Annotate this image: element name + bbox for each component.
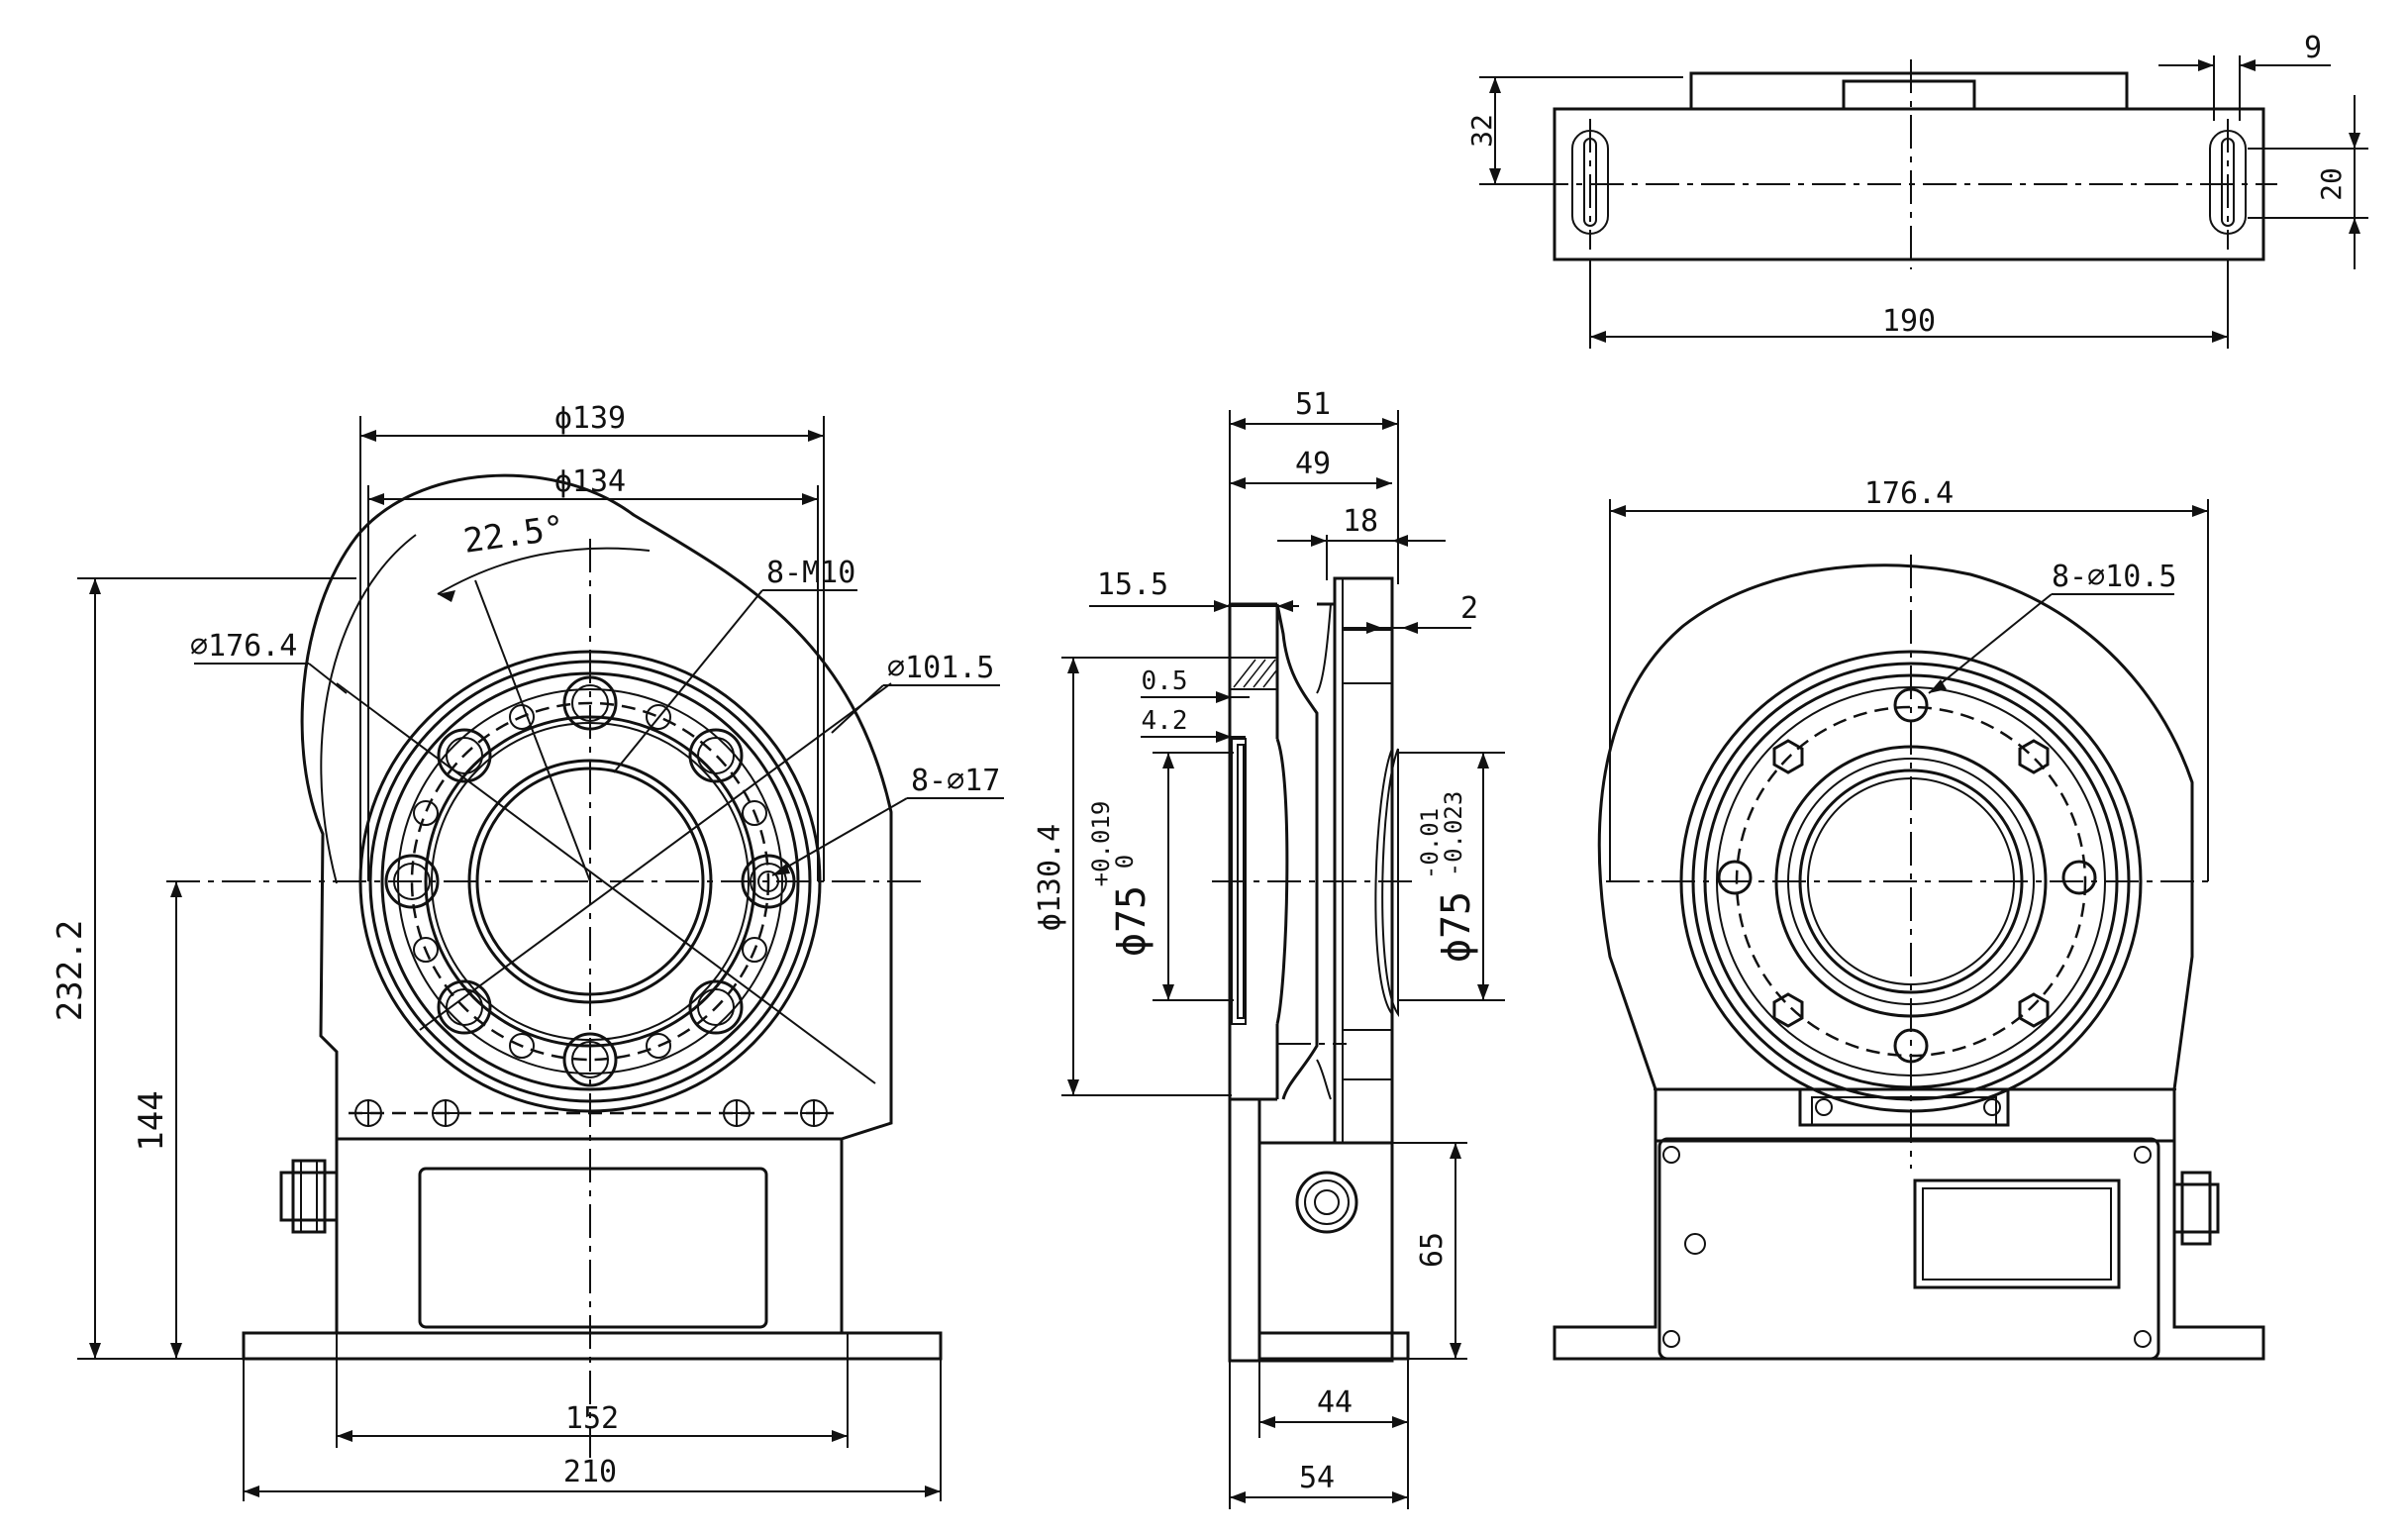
dim-phi130: ϕ130.4 (1033, 824, 1067, 931)
rear-view-right: 176.4 8-⌀10.5 (1553, 476, 2265, 1361)
dim-44: 44 (1317, 1385, 1353, 1420)
front-view-left: 22.5° ϕ139 ϕ134 ⌀176.4 8-M10 ⌀101.5 8-⌀1… (50, 401, 1004, 1501)
rear-holes (1717, 687, 2097, 1064)
dim-4-2: 4.2 (1142, 706, 1188, 736)
dim-phi134: ϕ134 (554, 464, 626, 499)
tol-right-lower: -0.023 (1440, 791, 1467, 877)
threaded-holes (413, 704, 767, 1059)
dim-54: 54 (1299, 1461, 1335, 1495)
tol-left-lower: 0 (1111, 855, 1139, 869)
label-8-dia10-5: 8-⌀10.5 (2052, 560, 2176, 594)
dim-bore-left: ϕ75 (1109, 885, 1154, 957)
dim-phi139: ϕ139 (554, 401, 626, 436)
dim-144: 144 (132, 1090, 171, 1151)
dim-20: 20 (2315, 167, 2348, 201)
dim-15-5: 15.5 (1097, 567, 1168, 602)
tol-right-upper: -0.01 (1416, 808, 1444, 879)
dim-51: 51 (1295, 387, 1331, 422)
dim-32: 32 (1465, 114, 1498, 148)
top-view: 32 9 20 190 (1465, 31, 2368, 349)
dim-49: 49 (1295, 447, 1331, 481)
dim-232: 232.2 (50, 920, 90, 1021)
label-dia176: ⌀176.4 (190, 629, 297, 664)
side-view: 51 49 18 15.5 2 0.5 4.2 ϕ13 (1033, 387, 1505, 1509)
dim-bore-right: ϕ75 (1434, 891, 1479, 963)
dim-152: 152 (565, 1401, 619, 1436)
tol-left-upper: +0.019 (1087, 801, 1115, 887)
dim-9: 9 (2304, 31, 2322, 65)
label-8-dia17: 8-⌀17 (911, 764, 1000, 798)
hatch-area (1233, 659, 1278, 688)
label-8-M10: 8-M10 (766, 556, 855, 590)
dim-65: 65 (1415, 1232, 1450, 1268)
dim-0-5: 0.5 (1142, 666, 1188, 696)
label-dia101: ⌀101.5 (887, 651, 994, 685)
dim-176-4: 176.4 (1864, 476, 1954, 511)
dim-18: 18 (1343, 504, 1378, 539)
dim-210: 210 (563, 1455, 617, 1489)
dim-2: 2 (1460, 591, 1478, 626)
dim-190: 190 (1882, 304, 1936, 339)
